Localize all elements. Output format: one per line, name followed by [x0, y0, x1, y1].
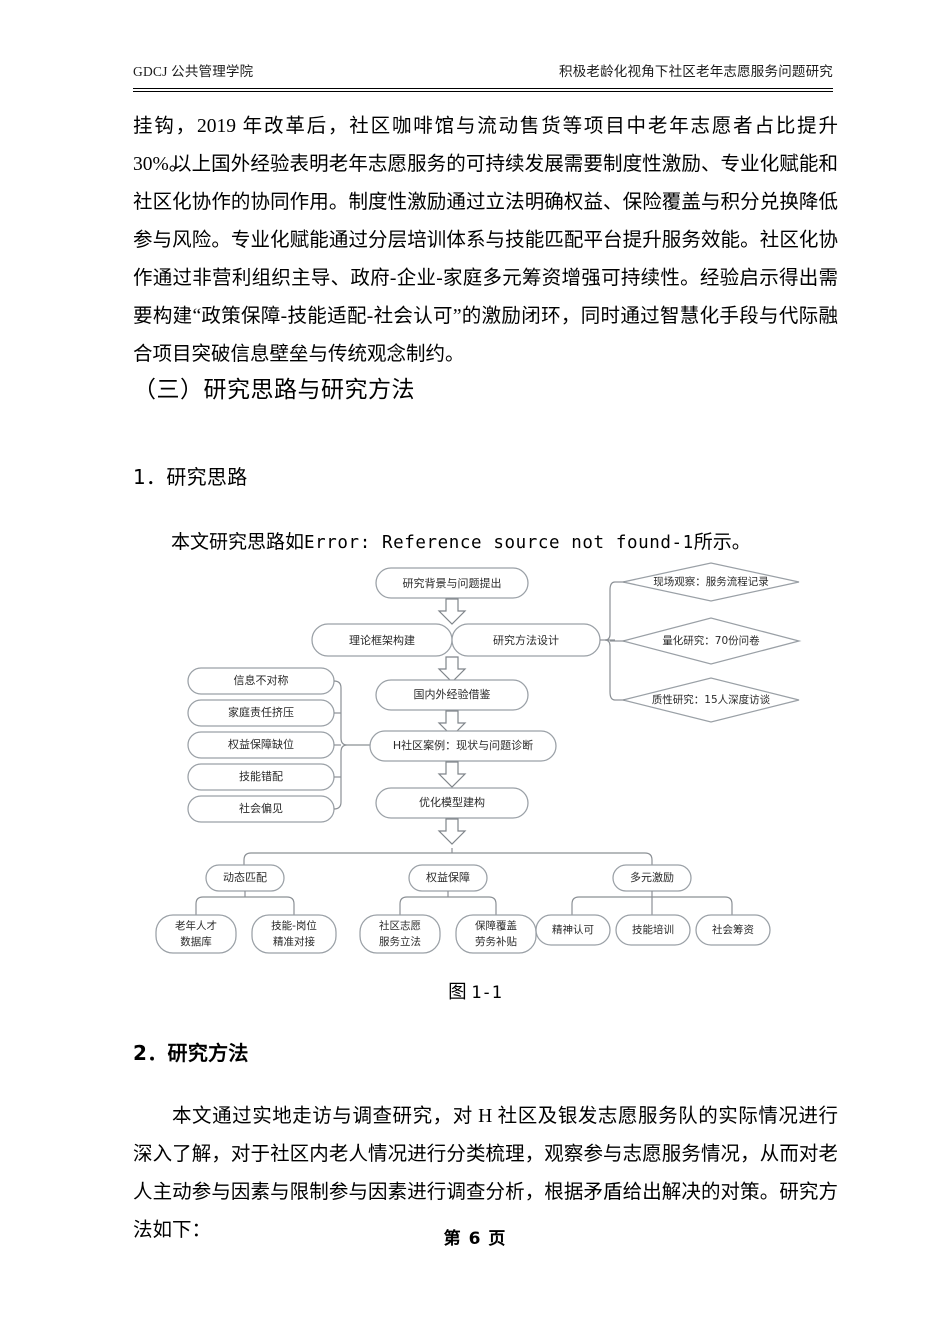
flow-problem-label-2: 权益保障缺位: [228, 737, 294, 751]
flow-branch-title-label-0: 动态匹配: [223, 871, 267, 884]
flow-node-background: [375, 567, 529, 599]
paragraph-continuation: 挂钩，2019 年改革后，社区咖啡馆与流动售货等项目中老年志愿者占比提升 30%…: [133, 116, 838, 175]
figure-caption-number: 1-1: [471, 983, 502, 1003]
figure-caption: 图 1-1: [0, 978, 950, 1004]
figure-reference-line: 本文研究思路如Error: Reference source not found…: [171, 527, 751, 554]
arrow-theory-to-experience: [438, 656, 466, 683]
subheading-research-approach: 1．研究思路: [133, 465, 248, 489]
flow-diamond-observation-label: 现场观察：服务流程记录: [653, 575, 769, 588]
flow-diamond-qualitative: [622, 677, 800, 723]
flow-leaf-box-2-1: [615, 914, 691, 946]
flow-leaf-box-0-1: [251, 914, 337, 954]
subheading-research-method: 2．研究方法: [133, 1041, 249, 1065]
flow-node-model-label: 优化模型建构: [419, 795, 485, 809]
flow-leaf-label-2-2: 社会筹资: [712, 923, 754, 936]
bracket-methods: [604, 581, 616, 701]
flow-problem-label-3: 技能错配: [239, 769, 283, 783]
flow-leaf-label-1-0-line2: 服务立法: [379, 935, 421, 948]
flow-leaf-label-0-0-line1: 老年人才: [175, 919, 217, 932]
arrow-model-to-branches: [438, 818, 466, 845]
flow-node-background-label: 研究背景与问题提出: [403, 576, 502, 590]
figure-caption-label: 图: [448, 983, 467, 1003]
flow-diamond-quantitative: [620, 617, 802, 665]
header-left-text: GDCJ 公共管理学院: [133, 64, 254, 79]
flow-leaf-label-0-0-line2: 数据库: [180, 935, 212, 948]
flow-leaf-label-2-0: 精神认可: [552, 923, 594, 936]
flow-diamond-quantitative-label: 量化研究：70份问卷: [662, 634, 760, 647]
flow-leaf-label-2-1: 技能培训: [632, 923, 674, 936]
flow-node-model: [375, 787, 529, 819]
flow-branch-title-label-1: 权益保障: [426, 870, 470, 884]
flow-leaf-box-2-2: [695, 914, 771, 946]
flow-diamond-qualitative-label: 质性研究：15人深度访谈: [652, 693, 771, 706]
header-divider: [133, 88, 833, 92]
flow-problem-label-4: 社会偏见: [239, 801, 283, 815]
flow-node-experience: [375, 679, 529, 711]
flow-leaf-label-1-0-line1: 社区志愿: [379, 919, 421, 932]
connector-branch-bus: [243, 852, 653, 865]
flow-node-method-design-label: 研究方法设计: [493, 633, 559, 647]
arrow-background-to-theory: [438, 598, 466, 625]
flow-node-case: [369, 730, 557, 762]
flow-leaf-label-0-1-line2: 精准对接: [273, 935, 315, 948]
flow-leaf-box-2-0: [535, 914, 611, 946]
header-right-text: 积极老龄化视角下社区老年志愿服务问题研究: [559, 64, 833, 79]
flow-leaf-label-1-1-line2: 劳务补贴: [475, 935, 517, 948]
reference-prefix: 本文研究思路如: [171, 532, 305, 553]
flow-leaf-box-1-0: [359, 914, 441, 954]
flow-node-case-label: H社区案例：现状与问题诊断: [393, 738, 533, 752]
flow-node-experience-label: 国内外经验借鉴: [414, 687, 491, 701]
flow-branch-title-label-2: 多元激励: [630, 870, 674, 884]
flow-node-theory-label: 理论框架构建: [349, 633, 415, 647]
reference-error-text: Error: Reference source not found-1: [304, 533, 694, 553]
flow-diamond-observation: [622, 562, 800, 602]
page-header: GDCJ 公共管理学院 积极老龄化视角下社区老年志愿服务问题研究: [133, 60, 833, 86]
arrow-case-to-model: [438, 761, 466, 788]
flow-problem-label-0: 信息不对称: [234, 673, 289, 687]
research-flowchart: 研究背景与问题提出 理论框架构建 研究方法设计 现场观察：服务流程记录 量化研究…: [148, 560, 848, 970]
paragraph-foreign-experience: 以上国外经验表明老年志愿服务的可持续发展需要制度性激励、专业化赋能和社区化协作的…: [133, 154, 838, 365]
flow-leaf-label-1-1-line1: 保障覆盖: [475, 919, 517, 932]
reference-suffix: 所示。: [693, 532, 751, 553]
flow-problem-label-1: 家庭责任挤压: [228, 705, 294, 719]
flow-leaf-box-0-0: [155, 914, 237, 954]
paragraph-research-method: 本文通过实地走访与调查研究，对 H 社区及银发志愿服务队的实际情况进行深入了解，…: [133, 1106, 838, 1241]
connector-branch1-bus: [399, 896, 497, 915]
section-heading: （三）研究思路与研究方法: [133, 377, 415, 403]
page-number-footer: 第 6 页: [443, 1229, 507, 1249]
flow-leaf-label-0-1-line1: 技能-岗位: [271, 919, 317, 932]
connector-branch0-bus: [195, 896, 295, 915]
